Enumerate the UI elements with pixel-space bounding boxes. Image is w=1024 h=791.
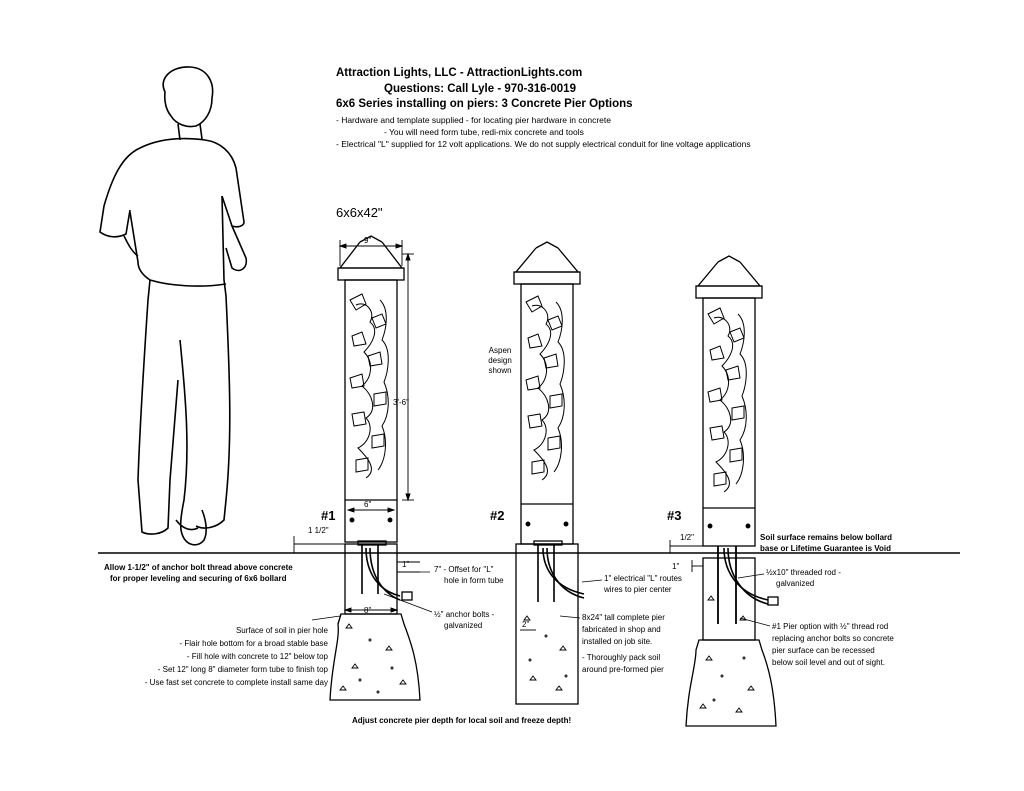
pier-callout-3: installed on job site. [582, 637, 653, 646]
dimension-lines [293, 240, 703, 631]
option-1-label: #1 [321, 508, 336, 523]
pier-callout-2: fabricated in shop and [582, 625, 661, 634]
soil-warning-1: Soil surface remains below bollard [760, 533, 893, 542]
soil-warning-2: base or Lifetime Guarantee is Void [760, 544, 891, 553]
aspen-line-1: Aspen [488, 346, 512, 355]
bollard-3 [695, 255, 763, 547]
dim-base-width: 6" [364, 500, 372, 509]
soil-note-1: Surface of soil in pier hole [235, 626, 328, 635]
opt-callout-1: #1 Pier option with ½" thread rod [772, 622, 889, 631]
dim-one-inch: 1" [402, 560, 410, 569]
human-figure [99, 66, 248, 546]
allow-note-1: Allow 1-1/2" of anchor bolt thread above… [104, 563, 293, 572]
footer-note: Adjust concrete pier depth for local soi… [352, 716, 572, 725]
pier-callout-1: 8x24" tall complete pier [582, 613, 665, 622]
dim-pier-width: 8" [364, 606, 372, 615]
aspen-line-2: design [488, 356, 512, 365]
pier-callout: 8x24" tall complete pier fabricated in s… [582, 613, 665, 675]
model-label: 6x6x42" [336, 205, 383, 220]
dim-top-width: 9" [364, 236, 372, 245]
pier-hole-notes: Surface of soil in pier hole - Flair hol… [90, 626, 328, 688]
anchor-callout-2: galvanized [444, 621, 483, 630]
bollard-2 [513, 241, 581, 545]
series-title: 6x6 Series installing on piers: 3 Concre… [336, 98, 633, 110]
opt-callout-3: pier surface can be recessed [772, 646, 875, 655]
opt-callout-2: replacing anchor bolts so concrete [772, 634, 894, 643]
option-2-label: #2 [490, 508, 505, 523]
soil-note-2: - Flair hole bottom for a broad stable b… [179, 639, 328, 648]
offset-callout-1: 7" - Offset for "L" [434, 565, 494, 574]
pack-callout-2: around pre-formed pier [582, 665, 664, 674]
soil-note-4: - Set 12" long 8" diameter form tube to … [157, 665, 328, 674]
pier-1 [329, 540, 421, 701]
offset-callout-2: hole in form tube [444, 576, 504, 585]
pier-2 [515, 540, 585, 705]
rod-callout-2: galvanized [776, 579, 815, 588]
company-title: Attraction Lights, LLC - AttractionLight… [336, 67, 583, 79]
aspen-note: Aspen design shown [480, 346, 520, 376]
bollard-1 [337, 235, 405, 543]
soil-note-3: - Fill hole with concrete to 12" below t… [186, 652, 328, 661]
dim-half-inch: 1/2" [680, 533, 694, 542]
leader-lines [311, 571, 771, 627]
contact-line: Questions: Call Lyle - 970-316-0019 [384, 83, 576, 95]
dim-thread: 1 1/2" [308, 526, 329, 535]
dim-pier2-inner: 2" [522, 620, 530, 629]
aspen-line-3: shown [488, 366, 512, 375]
soil-note-5: - Use fast set concrete to complete inst… [144, 678, 328, 687]
opt-callout-4: below soil level and out of sight. [772, 658, 885, 667]
pier-3 [685, 546, 779, 727]
header-note-3: - Electrical "L" supplied for 12 volt ap… [336, 139, 751, 149]
rod-callout-1: ½x10" threaded rod - [766, 568, 841, 577]
header-note-2: - You will need form tube, redi-mix conc… [384, 127, 584, 137]
option-1-recess-callout: #1 Pier option with ½" thread rod replac… [772, 622, 894, 668]
header-note-1: - Hardware and template supplied - for l… [336, 115, 611, 125]
electrical-callout-1: 1" electrical "L" routes [604, 574, 682, 583]
dim-one-inch-3: 1" [672, 562, 680, 571]
allow-note-2: for proper leveling and securing of 6x6 … [110, 574, 287, 583]
electrical-callout-2: wires to pier center [604, 585, 672, 594]
pack-callout-1: - Thoroughly pack soil [582, 653, 661, 662]
anchor-callout-1: ½" anchor bolts - [434, 610, 495, 619]
dim-height: 3'-6" [393, 398, 409, 407]
option-3-label: #3 [667, 508, 682, 523]
